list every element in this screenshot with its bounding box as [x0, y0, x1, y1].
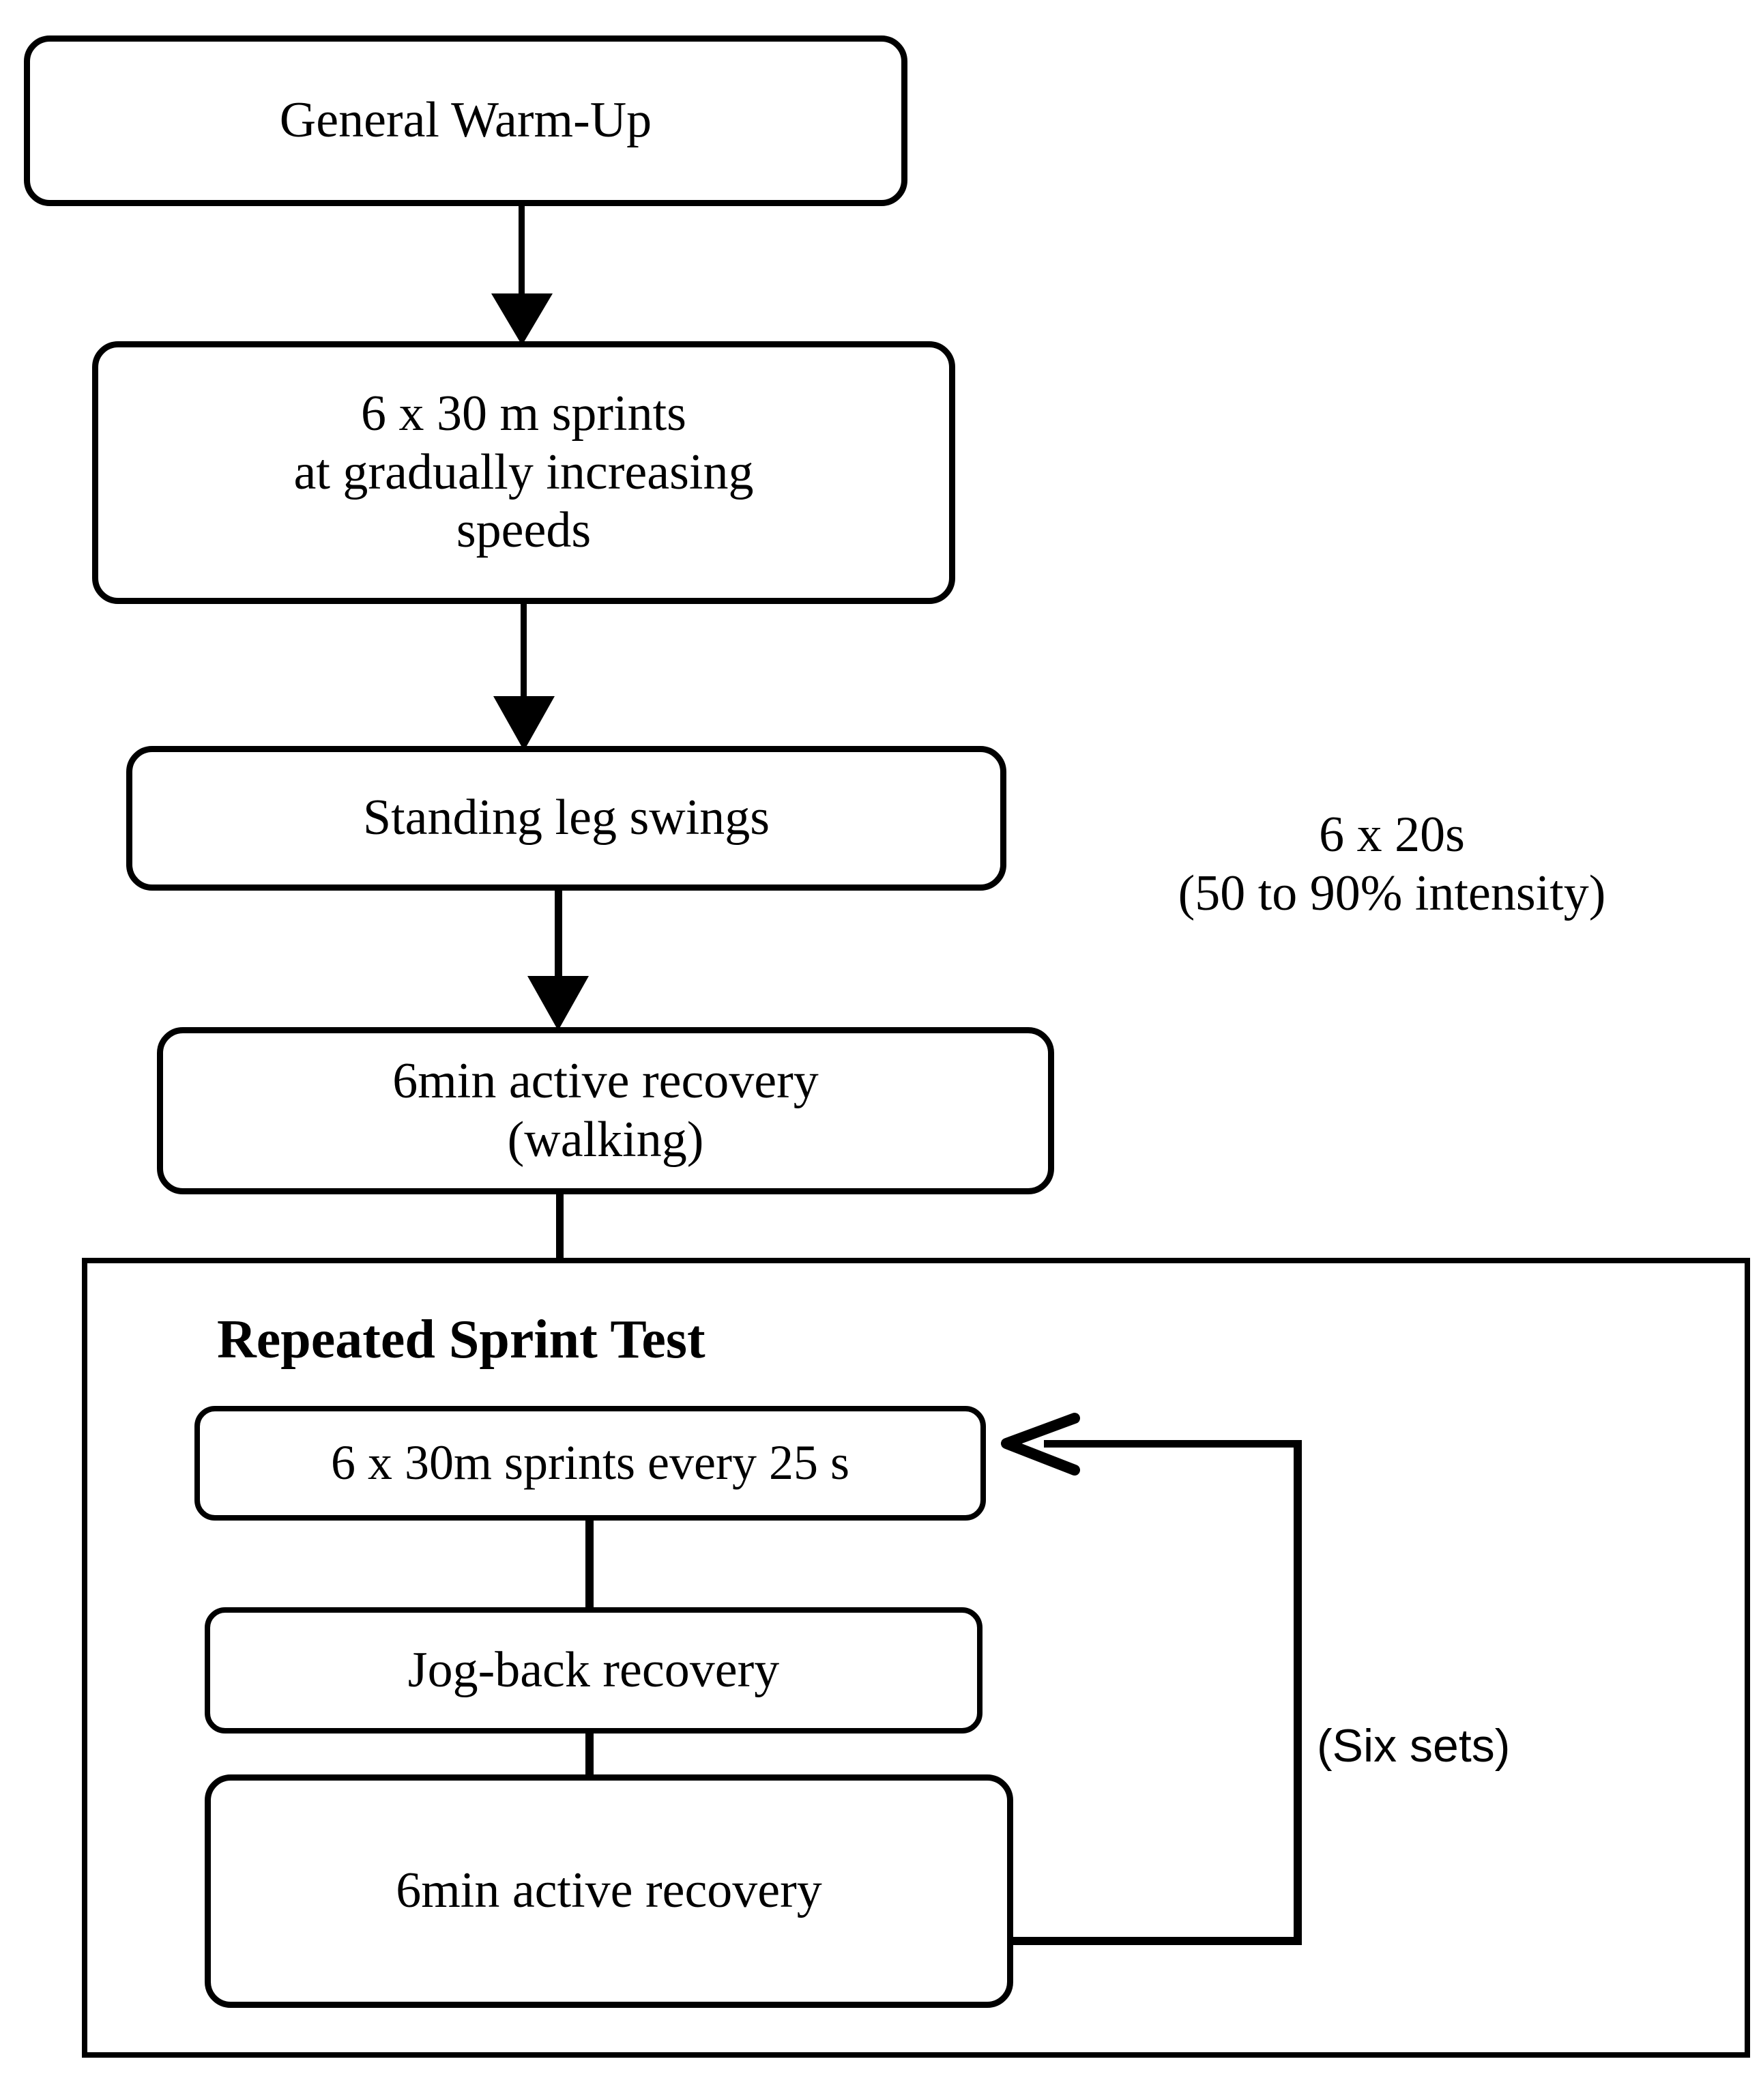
- node-active-recovery-walk: 6min active recovery (walking): [157, 1027, 1054, 1194]
- connector-line-6: [585, 1732, 594, 1780]
- loop-arrowhead-icon: [1001, 1413, 1080, 1476]
- connector-arrowhead-1: [491, 293, 553, 345]
- node-label: 6 x 30 m sprints at gradually increasing…: [293, 385, 754, 559]
- connector-line-5: [585, 1519, 594, 1609]
- node-label: 6min active recovery (walking): [392, 1052, 819, 1168]
- node-sprints-warmup: 6 x 30 m sprints at gradually increasing…: [92, 341, 955, 604]
- connector-line-1: [519, 205, 525, 314]
- loop-line-top: [1044, 1440, 1302, 1448]
- node-label: Jog-back recovery: [407, 1641, 780, 1698]
- annotation-text: 6 x 20s (50 to 90% intensity): [1178, 806, 1606, 921]
- node-standing-leg-swings: Standing leg swings: [126, 746, 1006, 891]
- node-label: General Warm-Up: [279, 92, 652, 149]
- connector-arrowhead-2: [493, 696, 555, 751]
- connector-line-3: [555, 891, 562, 1000]
- section-title-text: Repeated Sprint Test: [217, 1310, 705, 1370]
- connector-line-4: [556, 1194, 564, 1263]
- loop-line-bottom: [1008, 1937, 1302, 1945]
- connector-line-2: [521, 604, 527, 720]
- node-active-recovery: 6min active recovery: [205, 1774, 1013, 2008]
- annotation-intensity-note: 6 x 20s (50 to 90% intensity): [1044, 747, 1740, 923]
- node-label: Standing leg swings: [362, 790, 770, 846]
- connector-arrowhead-3: [527, 976, 589, 1031]
- node-sprints-every-25s: 6 x 30m sprints every 25 s: [194, 1406, 986, 1521]
- loop-line-vertical: [1294, 1440, 1302, 1945]
- node-label: 6 x 30m sprints every 25 s: [331, 1435, 849, 1491]
- section-title-repeated-sprint-test: Repeated Sprint Test: [217, 1309, 705, 1371]
- node-general-warm-up: General Warm-Up: [24, 35, 907, 206]
- node-label: 6min active recovery: [396, 1862, 822, 1919]
- annotation-text: (Six sets): [1317, 1719, 1511, 1772]
- annotation-sets-note: (Six sets): [1317, 1665, 1672, 1773]
- node-jog-back-recovery: Jog-back recovery: [205, 1607, 983, 1734]
